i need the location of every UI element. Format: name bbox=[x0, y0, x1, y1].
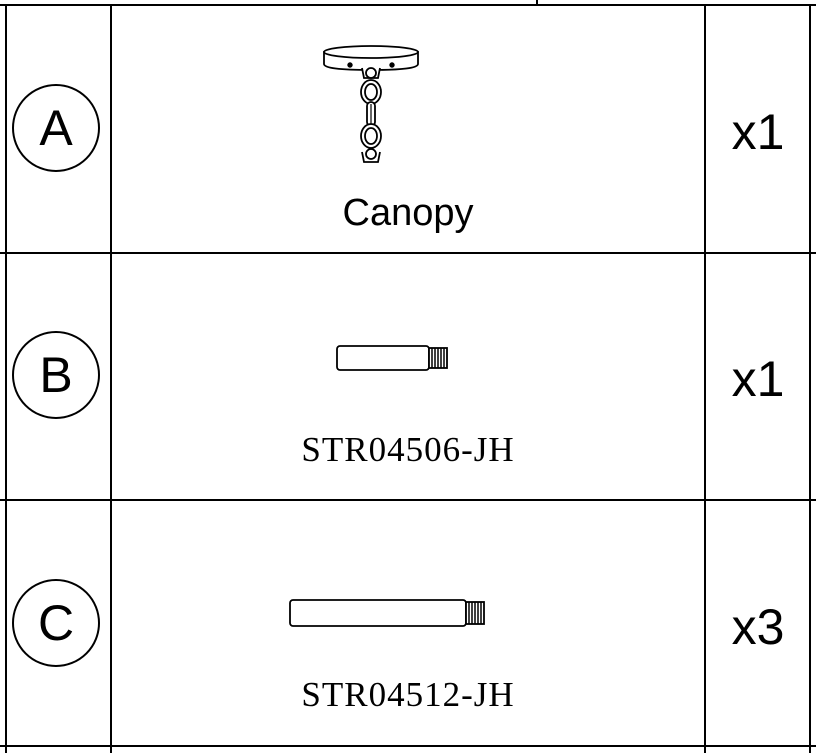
part-name: STR04506-JH bbox=[301, 430, 515, 469]
part-letter: C bbox=[37, 595, 75, 651]
part-quantity: x1 bbox=[731, 351, 785, 407]
table-top-border bbox=[0, 4, 816, 6]
column-divider bbox=[704, 4, 706, 753]
column-divider bbox=[809, 4, 811, 753]
part-letter: A bbox=[39, 100, 73, 156]
long-threaded-rod-icon bbox=[289, 599, 485, 627]
canopy-with-chain-icon bbox=[323, 45, 419, 163]
row-divider bbox=[0, 499, 816, 501]
table-top-tick bbox=[536, 0, 538, 6]
part-name: Canopy bbox=[342, 192, 474, 234]
row-divider bbox=[0, 745, 816, 747]
part-row-a: A Canopy x1 bbox=[0, 6, 816, 252]
part-letter: B bbox=[39, 347, 73, 403]
part-quantity: x1 bbox=[731, 104, 785, 160]
short-threaded-rod-icon bbox=[336, 345, 448, 371]
part-letter-badge: C bbox=[12, 579, 100, 667]
part-letter-badge: B bbox=[12, 331, 100, 419]
column-divider bbox=[110, 4, 112, 753]
part-row-b: B STR04506-JH x1 bbox=[0, 254, 816, 499]
part-name: STR04512-JH bbox=[301, 675, 515, 714]
part-row-c: C STR04512-JH x3 bbox=[0, 501, 816, 745]
part-quantity: x3 bbox=[731, 599, 785, 655]
column-divider bbox=[5, 4, 7, 753]
part-letter-badge: A bbox=[12, 84, 100, 172]
row-divider bbox=[0, 252, 816, 254]
